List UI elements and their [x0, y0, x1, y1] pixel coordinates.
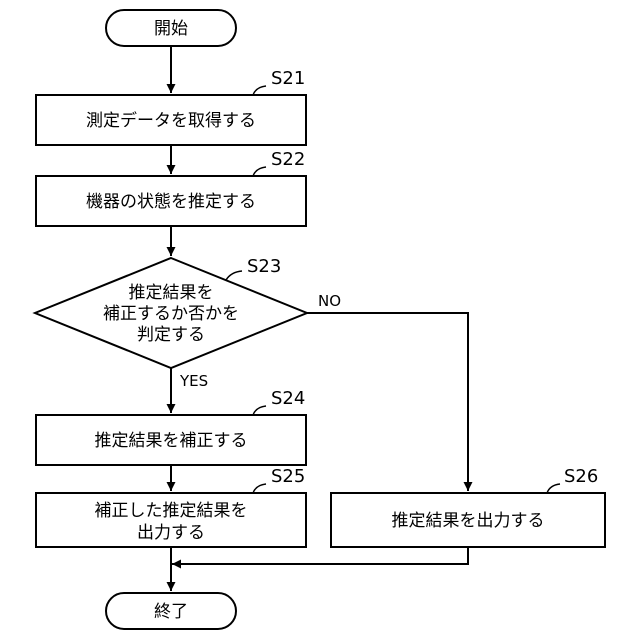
s24-step-label: S24	[271, 388, 305, 409]
s21-leader	[253, 86, 266, 95]
yes-branch-label: YES	[179, 372, 208, 390]
no-branch-label: NO	[318, 292, 341, 310]
s24-label: 推定結果を補正する	[95, 431, 248, 451]
s22-leader	[253, 167, 266, 176]
s26-leader	[547, 484, 560, 493]
s24-leader	[253, 406, 266, 415]
end-label: 終了	[154, 602, 188, 622]
s23-leader	[226, 271, 242, 280]
s23-label-line-2: 補正するか否かを	[103, 304, 239, 324]
s23-step-label: S23	[247, 256, 281, 277]
s25-leader	[253, 484, 266, 493]
s21-step-label: S21	[271, 68, 305, 89]
decision-s23: S23 推定結果を 補正するか否かを 判定する	[35, 256, 307, 368]
arrow-s23-no-to-s26	[307, 313, 468, 491]
s23-label-line-1: 推定結果を	[129, 283, 214, 303]
s25-label-line-1: 補正した推定結果を	[95, 501, 248, 521]
s22-label: 機器の状態を推定する	[86, 192, 256, 212]
start-label: 開始	[154, 19, 188, 39]
s25-step-label: S25	[271, 466, 305, 487]
s21-label: 測定データを取得する	[86, 110, 256, 131]
s26-label: 推定結果を出力する	[392, 511, 545, 531]
s23-label-line-3: 判定する	[137, 325, 205, 345]
s22-step-label: S22	[271, 149, 305, 170]
start-terminator: 開始	[106, 10, 236, 46]
s25-label-line-2: 出力する	[137, 523, 205, 543]
end-terminator: 終了	[106, 593, 236, 629]
arrow-s26-merge	[172, 547, 468, 564]
s26-step-label: S26	[564, 466, 598, 487]
